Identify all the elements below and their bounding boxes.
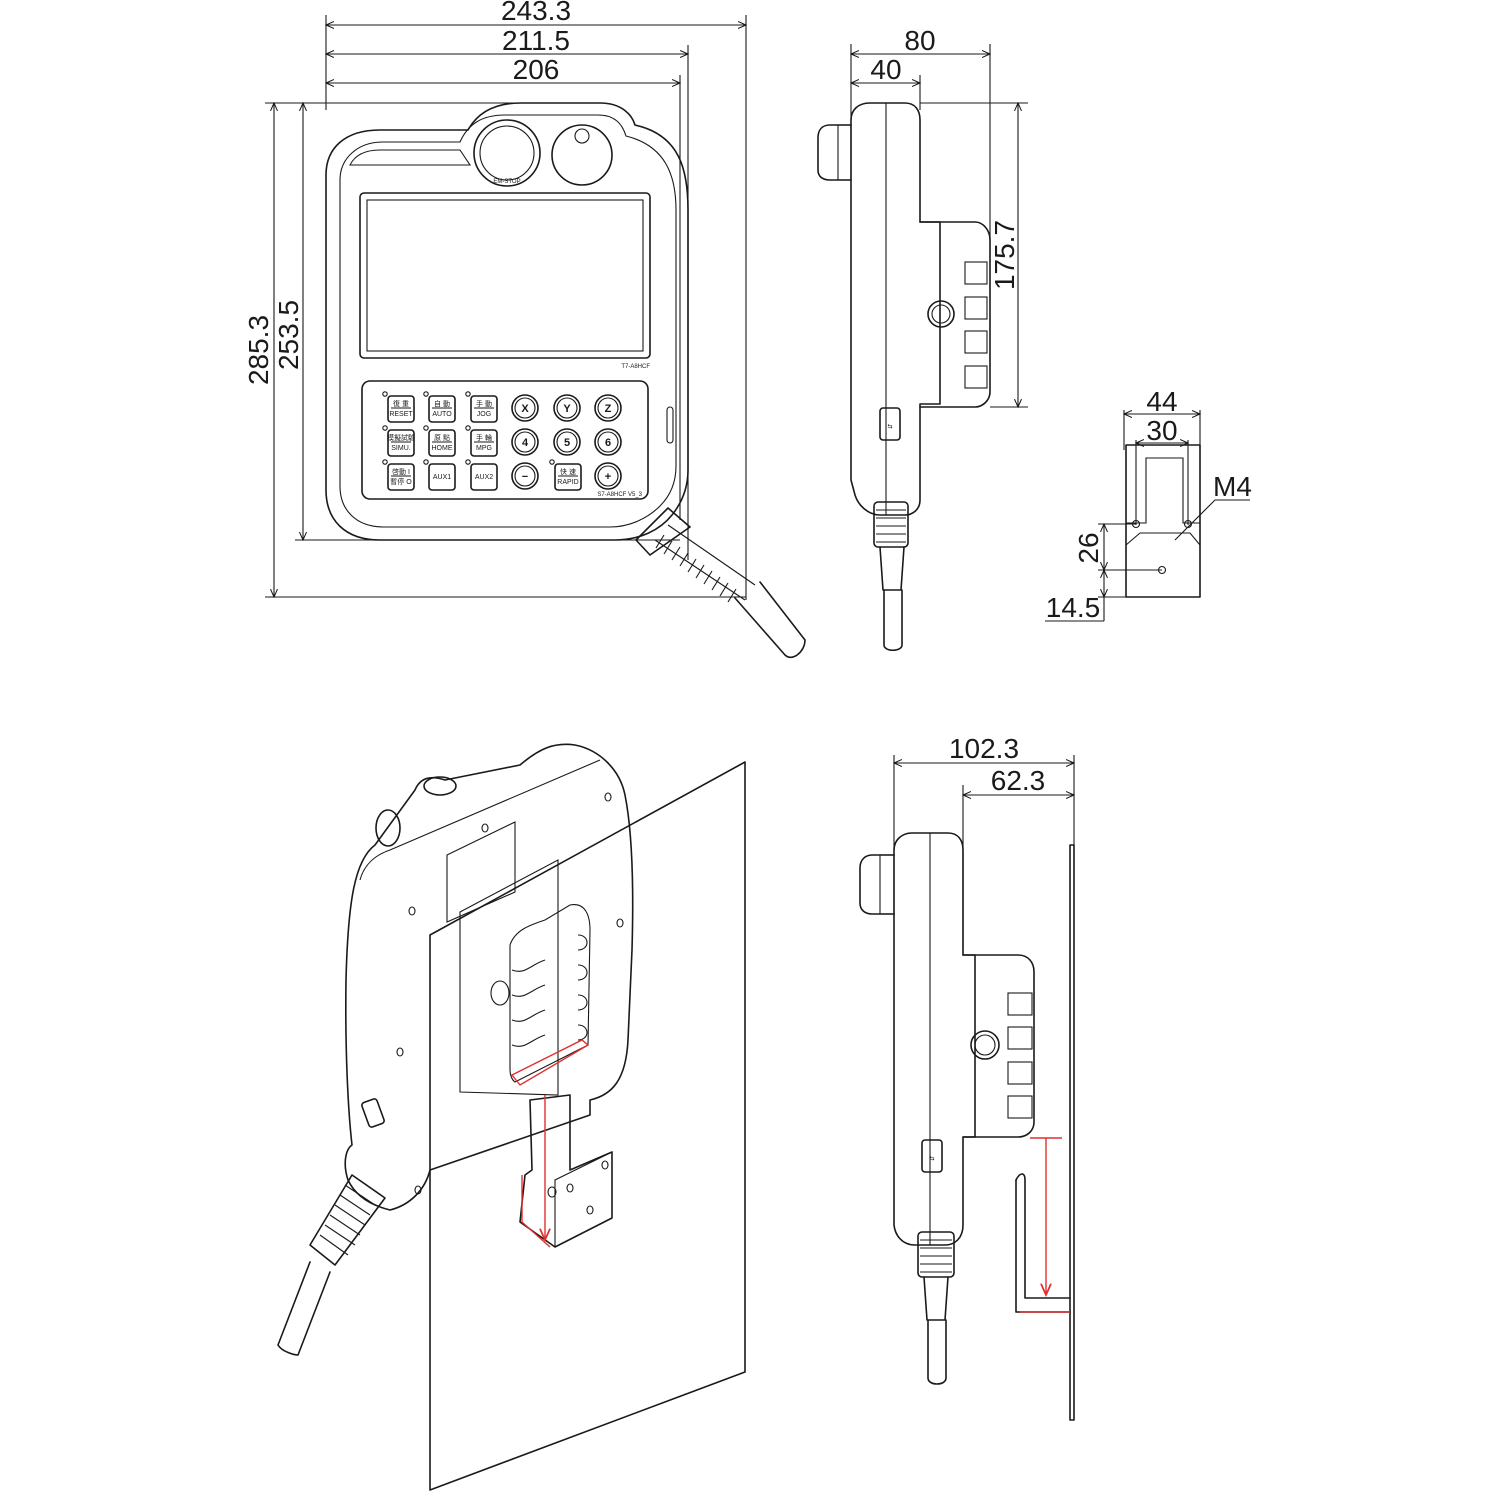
svg-text:HOME: HOME <box>432 445 453 452</box>
key-y[interactable]: Y <box>553 394 581 422</box>
svg-text:⇆: ⇆ <box>887 423 892 430</box>
lcd-screen-bezel <box>359 192 651 359</box>
svg-text:Z: Z <box>605 403 612 415</box>
key-rapid[interactable]: 快 速 RAPID <box>549 459 582 491</box>
mounted-side-view: 102.3 62.3 ⇆ <box>859 733 1075 1421</box>
mounting-panel-sheet <box>429 761 746 1491</box>
svg-text:−: − <box>522 471 528 483</box>
key-aux2[interactable]: AUX2 <box>465 459 498 491</box>
front-height-dimensions: 285.3 253.5 <box>243 103 746 597</box>
dim-mid-width: 211.5 <box>502 25 570 56</box>
svg-text:自 動: 自 動 <box>434 399 450 408</box>
dim-depth: 80 <box>904 25 935 56</box>
key--[interactable]: − <box>511 462 539 490</box>
estop-side-profile[interactable] <box>817 124 852 181</box>
svg-text:⇆: ⇆ <box>929 1155 934 1162</box>
svg-text:X: X <box>521 403 529 415</box>
key-5[interactable]: 5 <box>553 428 581 456</box>
dim-total-depth: 102.3 <box>949 733 1019 764</box>
svg-text:原 點: 原 點 <box>434 433 450 442</box>
dim-bracket-width: 44 <box>1146 386 1177 417</box>
mount-path-highlight <box>510 1039 590 1086</box>
svg-text:RESET: RESET <box>389 411 413 418</box>
dim-bracket-slot: 30 <box>1146 415 1177 446</box>
mounted-bracket <box>1015 1173 1071 1299</box>
lcd-screen <box>366 199 644 352</box>
bracket-view: 44 30 M4 26 14.5 <box>1045 386 1252 623</box>
svg-text:JOG: JOG <box>477 411 491 418</box>
svg-text:5: 5 <box>564 437 570 449</box>
svg-text:Y: Y <box>563 403 571 415</box>
iso-grip-ribs <box>511 934 588 1047</box>
key-x[interactable]: X <box>511 394 539 422</box>
usb-port-icon <box>879 407 901 441</box>
svg-text:手 動: 手 動 <box>476 399 492 408</box>
estop-button[interactable] <box>473 119 541 187</box>
svg-text:暫停 O: 暫停 O <box>390 477 412 486</box>
key-z[interactable]: Z <box>594 394 622 422</box>
svg-text:6: 6 <box>605 437 611 449</box>
svg-text:4: 4 <box>522 437 529 449</box>
svg-text:RAPID: RAPID <box>557 479 578 486</box>
svg-text:復 重: 復 重 <box>393 399 409 408</box>
cable-strain-relief <box>635 507 806 659</box>
svg-text:MPG: MPG <box>476 445 492 452</box>
keypad-panel <box>361 380 649 500</box>
estop-label: EM-STOP <box>493 179 520 185</box>
front-width-dimensions: 243.3 211.5 206 <box>326 0 746 600</box>
bracket-outline <box>1125 444 1201 598</box>
key-auto[interactable]: 自 動 AUTO <box>423 391 456 423</box>
iso-cable <box>277 1174 386 1356</box>
key-mpg[interactable]: 手 輪 MPG <box>465 425 498 457</box>
svg-text:AUTO: AUTO <box>432 411 452 418</box>
front-view: 243.3 211.5 206 285.3 253.5 EM-STOP T7-A… <box>243 0 806 659</box>
side-screw-hole <box>927 300 955 328</box>
dim-body-depth: 40 <box>870 54 901 85</box>
key-simu-[interactable]: 模擬試驗 SIMU. <box>382 425 415 457</box>
dim-hole-offset: 14.5 <box>1046 592 1101 623</box>
key-home[interactable]: 原 點 HOME <box>423 425 456 457</box>
key--o[interactable]: 啓動 I暫停 O <box>382 459 415 491</box>
key--[interactable]: + <box>594 462 622 490</box>
dim-bracket-depth: 62.3 <box>991 765 1046 796</box>
keypad-keys: 復 重 RESET 自 動 AUTO 手 動 JOG X Y Z 模擬試驗 SIMU. 原 點 HOME… <box>382 391 622 491</box>
dim-hole-spacing: 26 <box>1073 532 1104 563</box>
iso-screw-holes <box>396 792 624 1195</box>
key-6[interactable]: 6 <box>594 428 622 456</box>
key-aux1[interactable]: AUX1 <box>423 459 456 491</box>
side-view: 80 40 175.7 ⇆ <box>817 25 1028 652</box>
key-4[interactable]: 4 <box>511 428 539 456</box>
mounted-body-outline <box>893 832 976 1246</box>
dim-overall-height: 285.3 <box>243 315 274 385</box>
svg-text:SIMU.: SIMU. <box>391 445 411 452</box>
pendant-body-outline <box>325 102 689 541</box>
mounted-grip-ribs <box>1007 992 1033 1119</box>
wall-plate <box>1069 844 1075 1421</box>
svg-text:+: + <box>605 471 611 483</box>
dim-handle-height: 175.7 <box>989 220 1020 290</box>
model-label: T7-A8HCF <box>621 364 650 370</box>
mounted-usb-icon <box>921 1139 943 1173</box>
svg-text:AUX2: AUX2 <box>475 474 493 481</box>
dim-inner-height: 253.5 <box>273 300 304 370</box>
mpg-knob[interactable] <box>551 124 613 186</box>
key-reset[interactable]: 復 重 RESET <box>382 391 415 423</box>
iso-bracket <box>519 1094 613 1248</box>
svg-text:快 速: 快 速 <box>560 467 576 476</box>
dim-inner-width: 206 <box>513 54 560 85</box>
iso-pendant-body <box>344 743 634 1211</box>
svg-text:模擬試驗: 模擬試驗 <box>387 433 415 442</box>
dim-overall-width: 243.3 <box>501 0 571 26</box>
svg-text:手 輪: 手 輪 <box>476 433 492 442</box>
side-body-outline[interactable] <box>850 102 941 516</box>
board-label: S7-A8HCF V5_3 <box>597 492 642 498</box>
thread-label: M4 <box>1213 471 1252 502</box>
isometric-mount-view <box>277 743 746 1491</box>
svg-text:AUX1: AUX1 <box>433 474 451 481</box>
svg-text:啓動 I: 啓動 I <box>392 467 410 476</box>
handle-grip-ribs <box>964 261 988 389</box>
key-jog[interactable]: 手 動 JOG <box>465 391 498 423</box>
